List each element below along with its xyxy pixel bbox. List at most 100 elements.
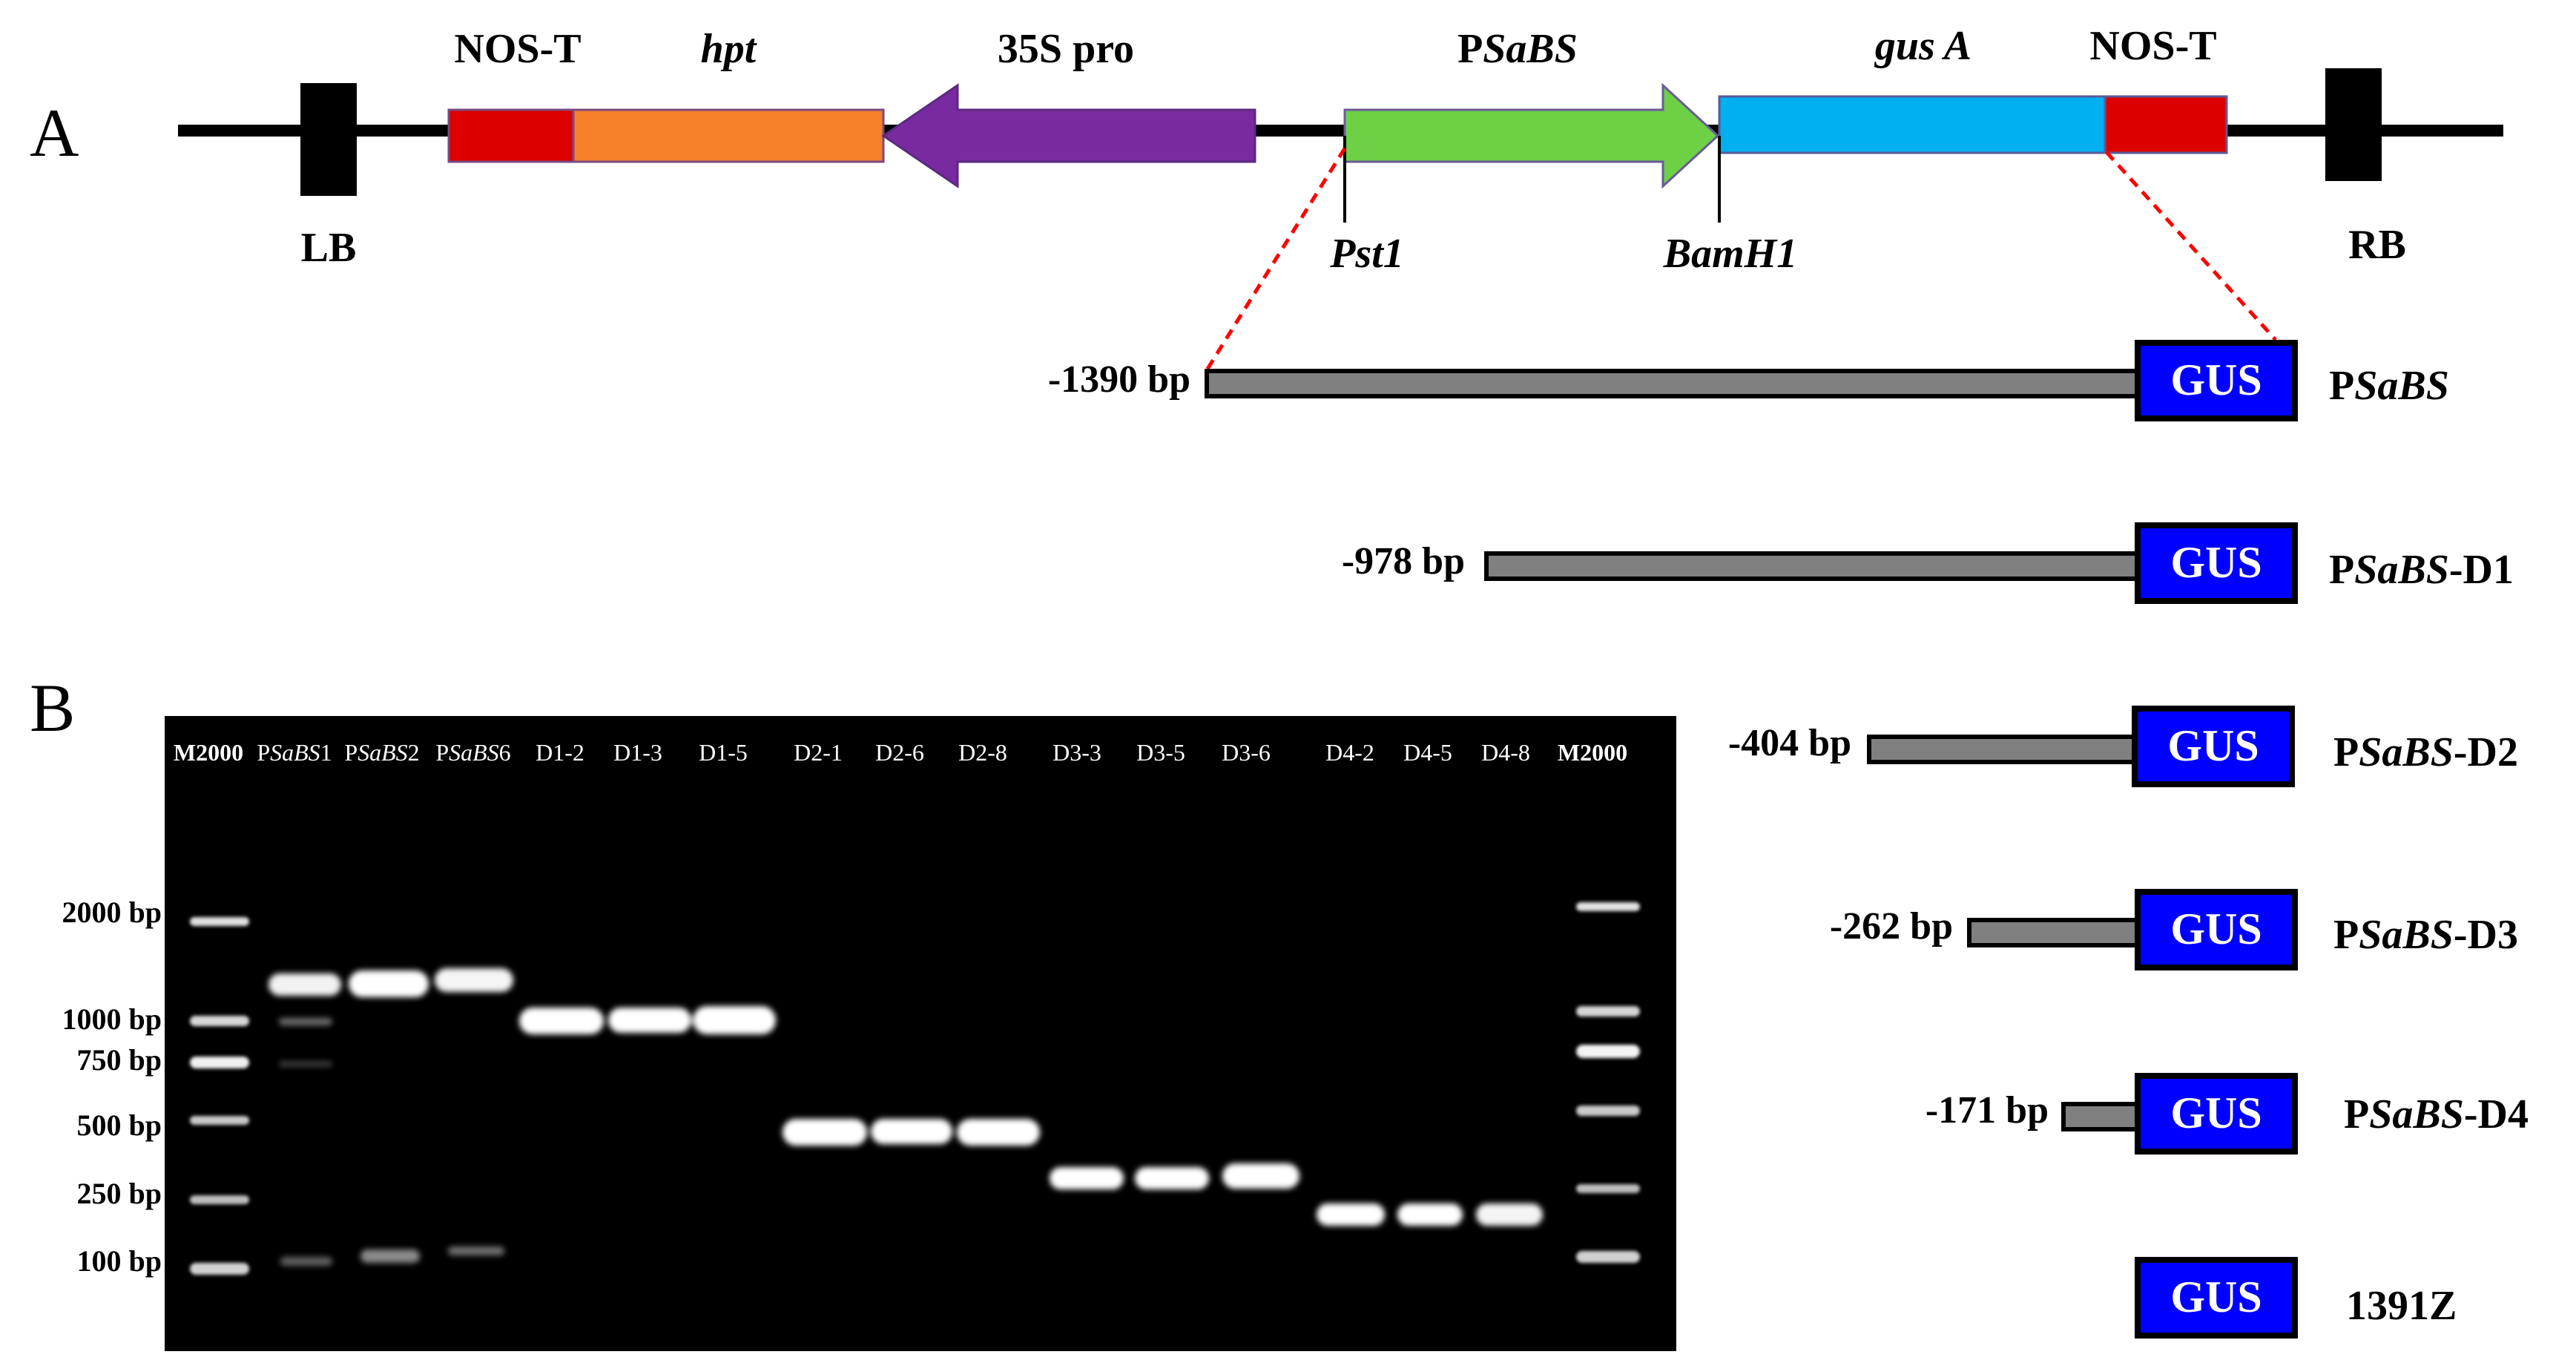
construct-psabs-d3: -262 bp GUS PSaBS-D3 [1830,889,2518,970]
nos-t-left-block [447,108,575,163]
gus-box [2135,340,2298,421]
gus-label: GUS [2170,355,2262,404]
lane-label: D1-5 [699,739,748,766]
gus-label: GUS [2170,1272,2262,1321]
ladder-band [190,1116,249,1125]
pro-35s-arrow [881,83,1256,188]
ladder-label: 250 bp [77,1177,162,1210]
gus-box [2135,1073,2298,1155]
ladder-band [1576,1106,1640,1116]
construct-psabs-d2: -404 bp GUS PSaBS-D2 [1728,706,2518,787]
panel-a-letter: A [30,95,79,171]
gel-band-d1-5 [693,1006,776,1034]
lane-label: PSaBS6 [435,739,510,766]
lane-label: D2-6 [875,739,924,766]
zoom-line-left [1203,147,1347,374]
construct-psabs-d1: -978 bp GUS PSaBS-D1 [1342,522,2514,604]
psabs-label: PSaBS [1457,26,1578,72]
ladder-band [190,1016,249,1026]
pro-35s-label: 35S pro [998,26,1134,72]
ladder-label: 500 bp [77,1109,162,1142]
ladder-band [1576,1251,1640,1263]
ladder-band [1576,1006,1640,1016]
ladder-label: 750 bp [77,1043,162,1077]
hpt-block [572,108,885,163]
construct-name: PSaBS-D4 [2344,1091,2529,1137]
lane-label: D1-3 [613,739,662,766]
lane-label: D2-1 [794,739,843,766]
ladder-band [190,1057,249,1068]
gel-band-d2-6 [871,1119,952,1144]
gel-band-faint [360,1249,420,1263]
promoter-bar [2061,1102,2140,1132]
promoter-bar [1967,918,2140,947]
gel-band-d3-5 [1135,1167,1209,1189]
ladder-band [1576,1045,1640,1058]
bamh1-label: BamH1 [1663,231,1797,277]
construct-name: PSaBS-D2 [2333,729,2518,775]
lane-label: D4-8 [1481,739,1530,766]
ladder-right [1576,902,1640,1263]
gel-band-psabs1 [269,973,341,996]
lane-label: PSaBS1 [257,739,332,766]
gel-band-faint [448,1247,504,1255]
construct-length: -404 bp [1728,722,1851,764]
nos-t-right-block [2104,95,2228,154]
nos-t-right-label: NOS-T [2089,23,2216,69]
gel-image [165,716,1676,1351]
ladder-left [190,917,249,1275]
gusa-block [1718,95,2106,154]
ladder-label: 1000 bp [62,1002,162,1036]
gus-label: GUS [2170,538,2262,587]
gus-box [2135,1257,2298,1339]
gel-band-d4-8 [1476,1203,1543,1226]
gel-band-d2-8 [957,1119,1040,1146]
lane-label: M2000 [1558,739,1627,766]
gus-label: GUS [2170,1088,2262,1137]
sample-bands [269,968,1543,1266]
rb-label: RB [2348,222,2406,268]
gel-band-d1-2 [519,1008,604,1034]
construct-1391z: GUS 1391Z [2135,1257,2457,1339]
gusa-label: gus A [1874,23,1971,69]
gel-band-d2-1 [783,1119,867,1146]
construct-psabs: -1390 bp GUS PSaBS [1048,340,2449,421]
promoter-bar [1867,735,2137,764]
gus-box [2135,889,2298,970]
rb-block [2325,68,2382,181]
ladder-label: 2000 bp [62,896,162,929]
gel-band-d3-6 [1222,1163,1299,1189]
construct-psabs-d4: -171 bp GUS PSaBS-D4 [1926,1073,2529,1155]
construct-length: -1390 bp [1048,358,1190,401]
hpt-label: hpt [701,26,757,72]
gel-band-faint [279,1018,332,1025]
lane-label: D2-8 [958,739,1007,766]
gel-band-d1-3 [608,1008,691,1033]
ladder-band [190,917,249,926]
construct-name: PSaBS [2329,363,2449,409]
ladder-label: 100 bp [77,1244,162,1278]
lane-label: D1-2 [536,739,584,766]
construct-length: -978 bp [1342,540,1465,582]
gel-band-psabs2 [349,970,429,997]
construct-name: PSaBS-D1 [2329,547,2514,593]
ladder-band [190,1195,249,1204]
gus-box [2132,706,2295,787]
gus-label: GUS [2170,904,2262,953]
gus-label: GUS [2167,721,2259,770]
ladder-band [190,1263,249,1275]
pst1-label: Pst1 [1329,231,1404,277]
gel-band-d3-3 [1050,1167,1124,1189]
gel-band-d4-5 [1397,1203,1463,1226]
lane-label: D3-5 [1136,739,1185,766]
gel-band-faint [280,1257,332,1266]
lane-label: D3-6 [1222,739,1271,766]
lane-label: D4-2 [1325,739,1374,766]
gus-box [2135,522,2298,604]
ladder-band [1576,902,1640,911]
zoom-line-right [2105,151,2277,341]
lane-label: D4-5 [1403,739,1452,766]
nos-t-left-label: NOS-T [454,26,581,72]
gel-band-faint [279,1061,332,1067]
